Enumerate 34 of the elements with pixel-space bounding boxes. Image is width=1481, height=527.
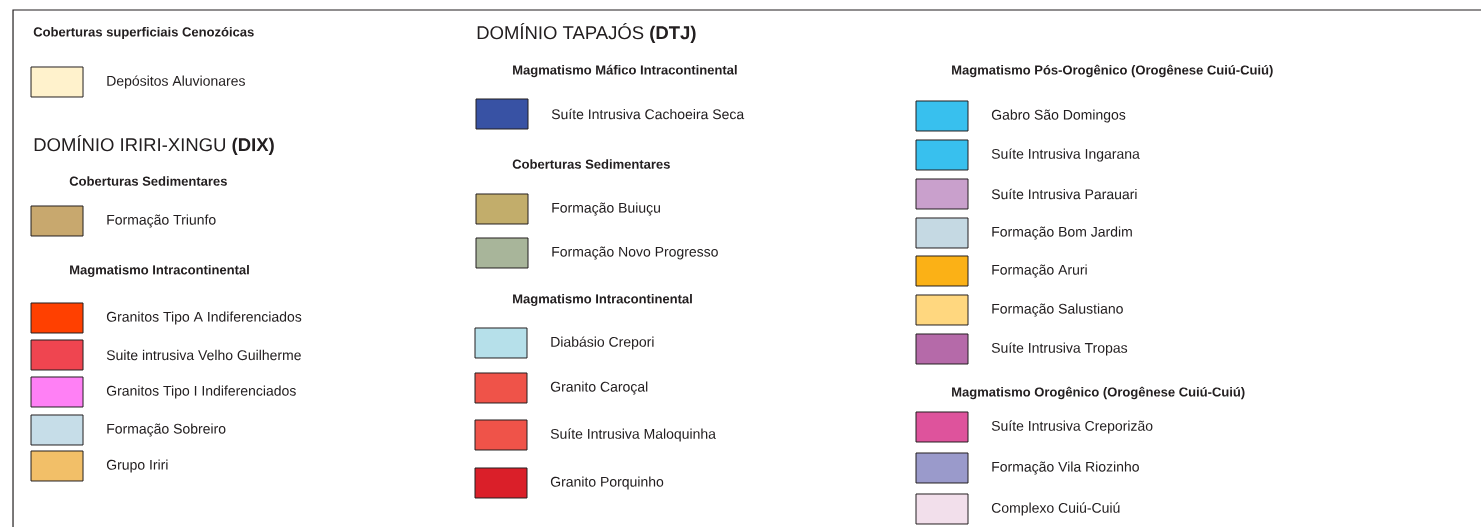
legend-label: Granito Caroçal xyxy=(550,381,648,395)
section-heading: Magmatismo Máfico Intracontinental xyxy=(513,64,737,78)
domain-heading: DOMÍNIO TAPAJÓS (DTJ) xyxy=(477,23,696,43)
legend-label: Complexo Cuiú-Cuiú xyxy=(991,502,1120,516)
legend-label: Formação Buiuçu xyxy=(552,202,660,216)
section-heading: Coberturas Sedimentares xyxy=(512,159,670,169)
legend-label: Formação Vila Riozinho xyxy=(992,461,1139,475)
section-heading: Coberturas Sedimentares xyxy=(69,176,227,186)
legend-label: Suíte Intrusiva Ingarana xyxy=(991,148,1140,162)
domain-heading: DOMÍNIO IRIRI-XINGU (DIX) xyxy=(34,135,274,155)
legend-label: Formação Triunfo xyxy=(107,214,216,228)
section-heading: Magmatismo Intracontinental xyxy=(70,264,249,278)
legend-label: Formação Salustiano xyxy=(992,303,1123,317)
legend-label: Suíte Intrusiva Tropas xyxy=(991,342,1128,356)
legend-label: Formação Novo Progresso xyxy=(552,246,718,260)
section-heading: Magmatismo Intracontinental xyxy=(513,293,692,307)
legend-label: Suíte Intrusiva Parauari xyxy=(991,188,1137,200)
section-heading: Magmatismo Pós-Orogênico (Orogênese Cuiú-Cuiú) xyxy=(952,64,1273,78)
legend-label: Suíte Intrusiva Cachoeira Seca xyxy=(551,108,745,120)
legend-label: Grupo Iriri xyxy=(106,459,168,473)
section-heading: Coberturas superficiais Cenozóicas xyxy=(33,26,254,40)
legend-label: Formação Sobreiro xyxy=(107,423,226,437)
legend-label: Gabro São Domingos xyxy=(991,109,1126,123)
legend-label: Granitos Tipo I Indiferenciados xyxy=(106,385,296,399)
legend-label: Formação Bom Jardim xyxy=(992,226,1132,240)
legend-label: Diabásio Crepori xyxy=(551,336,654,350)
legend-label: Suite intrusiva Velho Guilherme xyxy=(106,349,301,361)
legend-label: Suíte Intrusiva Maloquinha xyxy=(550,428,716,442)
section-heading: Magmatismo Orogênico (Orogênese Cuiú-Cuiú) xyxy=(952,386,1245,400)
legend-label: Formação Aruri xyxy=(992,264,1087,278)
legend-label: Granito Porquinho xyxy=(550,476,664,490)
legend-label: Granitos Tipo A Indiferenciados xyxy=(106,311,302,325)
legend-label: Suíte Intrusiva Creporizão xyxy=(991,420,1153,434)
legend-label: Depósitos Aluvionares xyxy=(107,75,245,89)
